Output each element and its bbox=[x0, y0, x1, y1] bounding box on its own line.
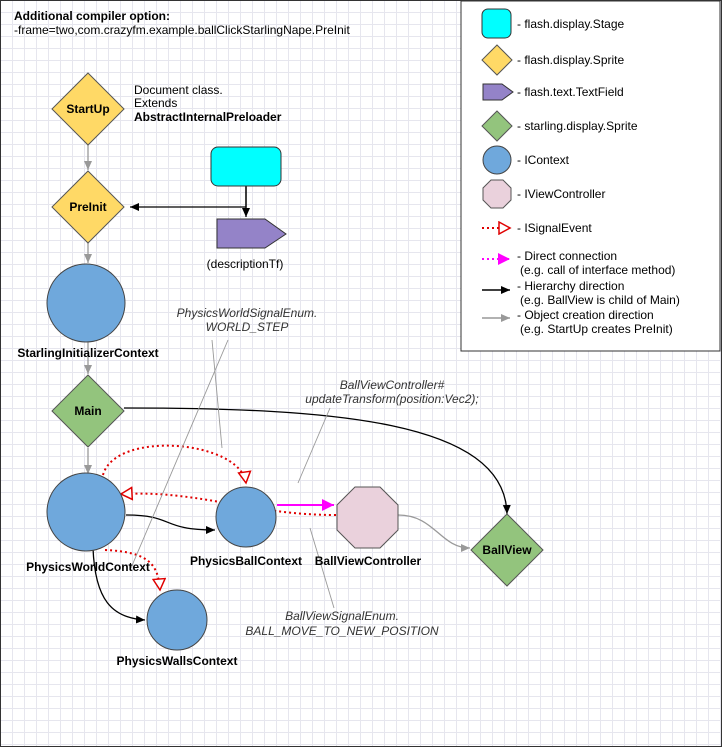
world-signal-note-2: WORLD_STEP bbox=[206, 320, 289, 334]
legend-hierarchy-label-2: (e.g. BallView is child of Main) bbox=[520, 293, 680, 307]
ball-signal-note-2: BALL_MOVE_TO_NEW_POSITION bbox=[245, 624, 439, 638]
preinit-node bbox=[51, 170, 125, 244]
legend-starling-sprite-swatch bbox=[481, 110, 513, 142]
leader-world-step-2 bbox=[211, 339, 223, 449]
ballview-controller-label: BallViewController bbox=[315, 554, 422, 568]
legend-icontext-swatch bbox=[482, 145, 512, 175]
signal-world-walls bbox=[104, 549, 160, 590]
legend-iviewcontroller-swatch bbox=[482, 179, 512, 209]
edge-main-ballview bbox=[123, 407, 511, 515]
legend-textfield-label: - flash.text.TextField bbox=[517, 85, 624, 99]
leader-ball-move bbox=[309, 527, 335, 609]
ballview-label: BallView bbox=[482, 543, 532, 557]
starling-initializer-context-node bbox=[46, 263, 126, 343]
legend-iviewcontroller-label: - IViewController bbox=[517, 187, 605, 201]
physics-ball-context-label: PhysicsBallContext bbox=[190, 554, 302, 568]
legend-textfield-swatch bbox=[482, 83, 514, 101]
legend-hierarchy-label-1: - Hierarchy direction bbox=[517, 279, 624, 293]
description-tf-node bbox=[216, 218, 287, 249]
legend: - flash.display.Stage - flash.display.Sp… bbox=[460, 0, 721, 352]
startup-note-1: Document class. bbox=[134, 83, 223, 97]
legend-isignalevent-label: - ISignalEvent bbox=[517, 221, 592, 235]
ballview-controller-node bbox=[336, 486, 399, 549]
legend-creation-label-1: - Object creation direction bbox=[517, 308, 654, 322]
legend-stage-label: - flash.display.Stage bbox=[517, 17, 624, 31]
physics-world-context-node bbox=[46, 472, 126, 552]
physics-walls-context-label: PhysicsWallsContext bbox=[117, 654, 238, 668]
description-tf-label: (descriptionTf) bbox=[207, 257, 284, 271]
legend-sprite-label: - flash.display.Sprite bbox=[517, 53, 624, 67]
header-title: Additional compiler option: bbox=[14, 9, 170, 23]
leader-update-transform bbox=[297, 407, 331, 484]
header-option: -frame=two,com.crazyfm.example.ballClick… bbox=[14, 23, 350, 37]
world-signal-note-1: PhysicsWorldSignalEnum. bbox=[177, 306, 318, 320]
physics-world-context-label: PhysicsWorldContext bbox=[26, 560, 150, 574]
legend-starling-sprite-label: - starling.display.Sprite bbox=[517, 119, 638, 133]
edge-world-ball bbox=[125, 514, 216, 534]
legend-stage-swatch bbox=[481, 8, 512, 39]
legend-creation-label-2: (e.g. StartUp creates PreInit) bbox=[520, 322, 673, 336]
startup-note-3: AbstractInternalPreloader bbox=[134, 110, 282, 124]
physics-walls-context-node bbox=[146, 589, 208, 651]
edge-stage-preinit bbox=[130, 186, 247, 211]
startup-note-2: Extends bbox=[134, 96, 177, 110]
signal-world-step bbox=[102, 444, 246, 483]
legend-sprite-swatch bbox=[481, 44, 513, 76]
leader-world-step-1 bbox=[130, 339, 229, 569]
main-label: Main bbox=[74, 404, 101, 418]
preinit-label: PreInit bbox=[69, 200, 106, 214]
ballview-ctrl-note-2: updateTransform(position:Vec2); bbox=[305, 392, 478, 406]
starling-initializer-context-label: StarlingInitializerContext bbox=[17, 346, 158, 360]
startup-label: StartUp bbox=[66, 102, 109, 116]
legend-direct-label-2: (e.g. call of interface method) bbox=[520, 263, 675, 277]
edge-controller-ballview bbox=[397, 514, 471, 552]
edge-world-walls bbox=[92, 547, 146, 624]
startup-node bbox=[51, 72, 125, 146]
main-node bbox=[51, 374, 125, 448]
ballview-node bbox=[470, 513, 544, 587]
stage-node bbox=[210, 146, 282, 187]
legend-icontext-label: - IContext bbox=[517, 153, 570, 167]
ballview-ctrl-note-1: BallViewController# bbox=[340, 378, 445, 392]
physics-ball-context-node bbox=[215, 486, 277, 548]
legend-direct-label-1: - Direct connection bbox=[517, 249, 617, 263]
ball-signal-note-1: BallViewSignalEnum. bbox=[285, 609, 399, 623]
